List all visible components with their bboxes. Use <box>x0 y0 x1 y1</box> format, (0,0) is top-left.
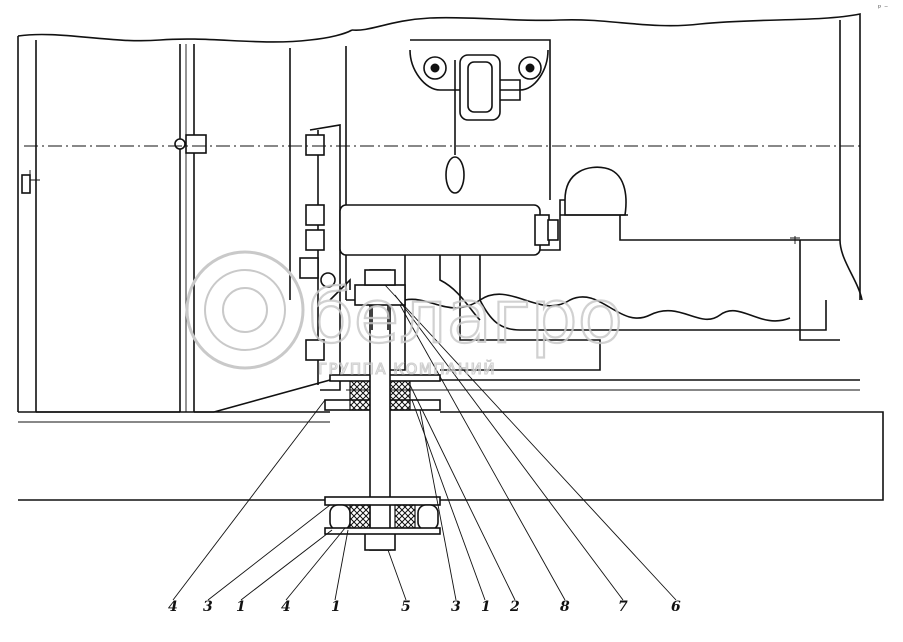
callout-label: 4 <box>168 599 178 615</box>
clutch-housing <box>17 29 353 413</box>
corner-mark: ᵖ ⁻ <box>878 3 888 12</box>
callout-label: 5 <box>401 599 411 615</box>
callout-label: 2 <box>509 599 520 615</box>
lever-assembly <box>409 49 549 194</box>
callout-label: 3 <box>203 599 213 615</box>
mount-bolt <box>354 269 406 551</box>
watermark-tagline: ГРУППА КОМПАНИЙ <box>318 359 496 378</box>
callout-label: 7 <box>618 599 628 615</box>
watermark-brand: белагро <box>308 274 623 360</box>
engine-bracket <box>299 124 559 391</box>
callout-labels: 4 3 1 4 1 5 3 1 2 8 7 6 <box>168 599 681 615</box>
callout-label: 8 <box>560 599 570 615</box>
callout-label: 4 <box>281 599 291 615</box>
housing-bolt-icon <box>174 134 207 154</box>
callout-label: 1 <box>236 599 246 615</box>
watermark: белагро ГРУППА КОМПАНИЙ <box>185 250 624 379</box>
callout-label: 1 <box>481 599 491 615</box>
callout-label: 1 <box>331 599 341 615</box>
callout-label: 3 <box>451 599 461 615</box>
leader-lines <box>172 284 677 601</box>
callout-label: 6 <box>671 599 681 615</box>
watermark-logo-icon <box>185 250 305 370</box>
frame-rail <box>18 411 884 501</box>
gearbox-body <box>345 13 863 391</box>
lower-cushion <box>324 496 441 535</box>
